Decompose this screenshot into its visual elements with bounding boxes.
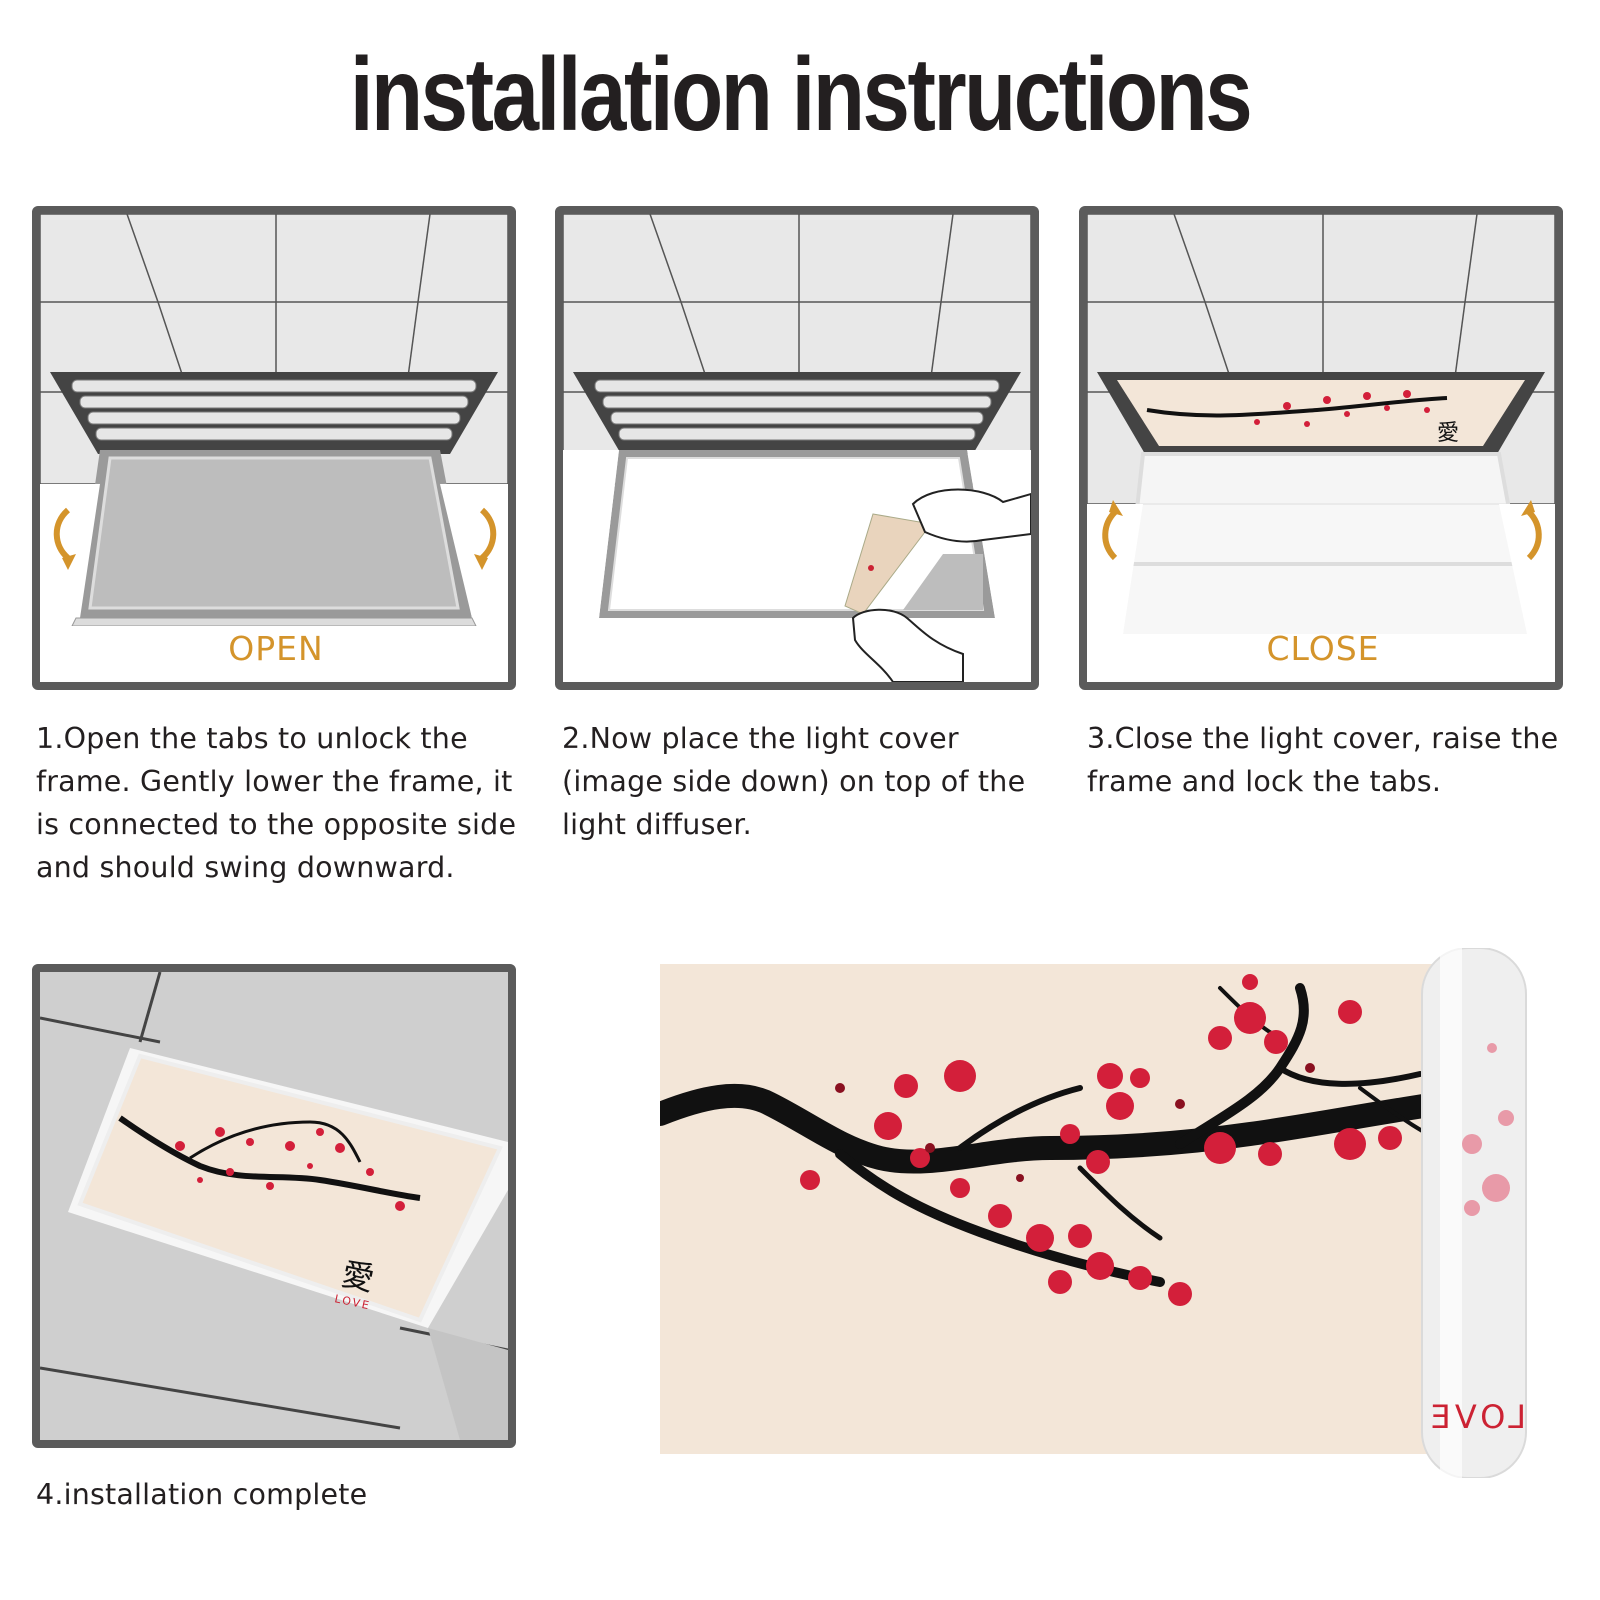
step-2-illustration <box>555 206 1039 690</box>
rotate-up-arrow-right-icon <box>1526 509 1542 561</box>
installed-scene: 愛 LOVE <box>40 972 508 1440</box>
fluorescent-tubes <box>71 379 477 441</box>
step-3-caption: 3.Close the light cover, raise the frame… <box>1087 722 1559 798</box>
open-frame-scene: OPEN <box>40 214 508 682</box>
roll-love-word: LOVE <box>1427 1398 1526 1436</box>
installed-cover-artwork <box>77 1053 503 1323</box>
lower-hand-icon <box>851 608 964 682</box>
step-1-caption: 1.Open the tabs to unlock the frame. Gen… <box>36 722 517 884</box>
rotate-down-arrow-left-icon <box>53 507 71 561</box>
rotate-down-arrow-right-icon <box>479 507 497 561</box>
rotate-up-arrow-left-icon <box>1102 509 1118 561</box>
product-artwork: LOVE <box>660 948 1590 1478</box>
installed-cover-artwork <box>1117 380 1525 446</box>
raising-frame <box>1123 454 1527 634</box>
step-1-label: OPEN <box>228 629 323 668</box>
upper-hand-icon <box>911 488 1031 543</box>
step-1-illustration: OPEN <box>32 206 516 690</box>
cherry-blossom-artwork: LOVE <box>660 948 1527 1478</box>
fluorescent-tubes <box>594 379 1000 441</box>
close-frame-scene: 愛 CLOSE <box>1087 214 1555 682</box>
love-glyph: 愛 <box>338 1255 377 1299</box>
step-4-caption: 4.installation complete <box>36 1478 368 1511</box>
step-4-illustration: 愛 LOVE <box>32 964 516 1448</box>
place-cover-scene <box>563 214 1031 682</box>
love-glyph: 愛 <box>1437 421 1459 446</box>
page-title: installation instructions <box>349 37 1253 153</box>
step-3-label: CLOSE <box>1266 629 1379 668</box>
step-3-illustration: 愛 CLOSE <box>1079 206 1563 690</box>
artwork-canvas <box>660 964 1450 1454</box>
step-2-caption: 2.Now place the light cover (image side … <box>562 722 1026 841</box>
blossoms <box>800 974 1402 1306</box>
